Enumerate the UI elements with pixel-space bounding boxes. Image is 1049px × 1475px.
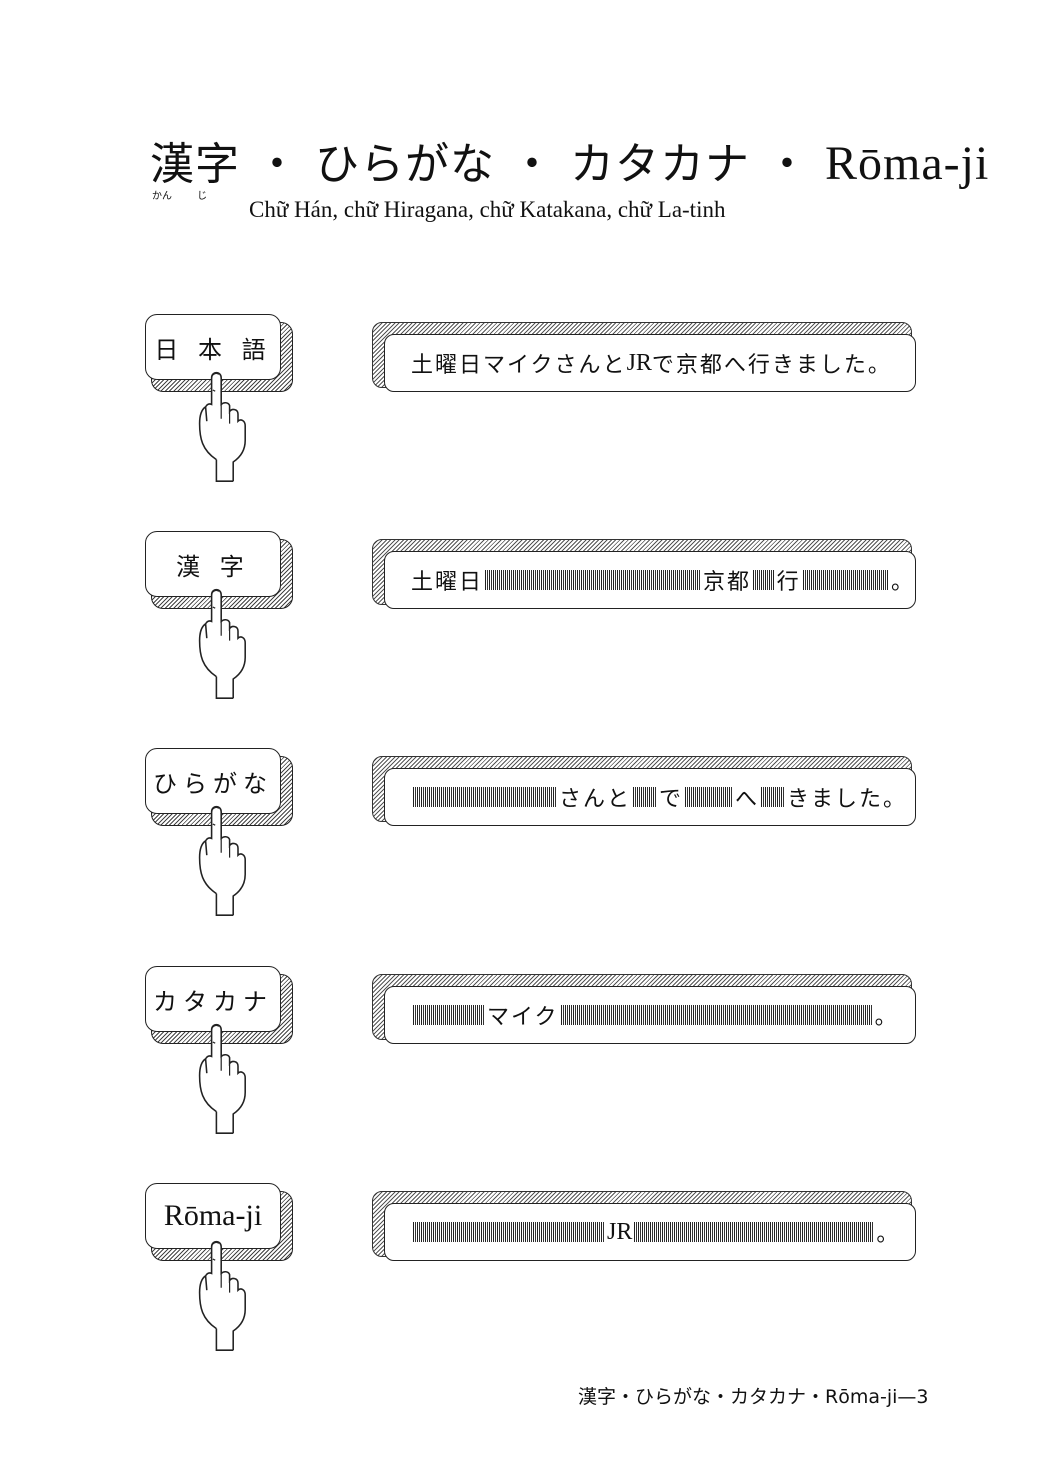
page-subtitle: Chữ Hán, chữ Hiragana, chữ Katakana, chữ… <box>249 197 725 223</box>
sentence-segment: で <box>659 781 683 813</box>
title-hiragana: ひらがな <box>315 139 495 190</box>
sentence-text: 土曜日 京都行 。 <box>384 551 916 609</box>
sentence-box: JR 。 <box>372 1191 916 1261</box>
exercise-row: ひらがな さんとでへきました。 <box>0 748 1049 948</box>
sentence-text: マイク 。 <box>384 986 916 1044</box>
pointing-hand-icon <box>190 366 280 486</box>
sentence-segment: きました。 <box>787 781 907 813</box>
sentence-segment: JR <box>627 350 652 377</box>
sentence-segment: マイク <box>487 999 559 1031</box>
title-ruby: かん じ <box>152 187 207 202</box>
exercise-row: Rōma-ji JR。 <box>0 1183 1049 1383</box>
sentence-box: マイク 。 <box>372 974 916 1044</box>
page-title: 漢字 ・ ひらがな ・ カタカナ ・ Rōma-ji <box>150 128 989 192</box>
masked-segment <box>413 787 557 807</box>
exercise-row: 漢 字 土曜日京都行。 <box>0 531 1049 731</box>
sentence-box: さんとで へきました。 <box>372 756 916 826</box>
sentence-box: 土曜日 京都行 。 <box>372 539 916 609</box>
masked-segment <box>803 570 889 590</box>
pointing-hand-icon <box>190 1235 280 1355</box>
masked-segment <box>413 1222 605 1242</box>
masked-segment <box>485 570 701 590</box>
title-separator: ・ <box>765 139 810 190</box>
sentence-segment: 。 <box>876 1216 900 1248</box>
sentence-segment: 土曜日マイクさんと <box>411 347 627 379</box>
sentence-segment: 土曜日 <box>411 564 483 596</box>
sentence-segment: 京都 <box>703 564 751 596</box>
exercise-row: カタカナ マイク。 <box>0 966 1049 1166</box>
title-separator: ・ <box>255 139 300 190</box>
page-footer: 漢字・ひらがな・カタカナ・Rōma-ji—3 <box>578 1382 928 1409</box>
sentence-segment: 。 <box>875 999 899 1031</box>
sentence-segment: JR <box>607 1219 632 1246</box>
pointing-hand-icon <box>190 800 280 920</box>
sentence-text: JR 。 <box>384 1203 916 1261</box>
sentence-segment: 行 <box>777 564 801 596</box>
pointing-hand-icon <box>190 583 280 703</box>
title-katakana: カタカナ <box>570 139 750 190</box>
sentence-text: さんとで へきました。 <box>384 768 916 826</box>
sentence-segment: 。 <box>891 564 915 596</box>
title-kanji: 漢字 <box>150 139 240 190</box>
pointing-hand-icon <box>190 1018 280 1138</box>
masked-segment <box>753 570 775 590</box>
title-separator: ・ <box>510 139 555 190</box>
masked-segment <box>561 1005 873 1025</box>
title-romaji: Rōma-ji <box>825 137 989 190</box>
masked-segment <box>685 787 733 807</box>
sentence-segment: さんと <box>559 781 631 813</box>
masked-segment <box>761 787 785 807</box>
masked-segment <box>633 787 657 807</box>
masked-segment <box>413 1005 485 1025</box>
sentence-segment: で京都へ行きました。 <box>652 347 892 379</box>
sentence-segment: へ <box>735 781 759 813</box>
masked-segment <box>634 1222 874 1242</box>
